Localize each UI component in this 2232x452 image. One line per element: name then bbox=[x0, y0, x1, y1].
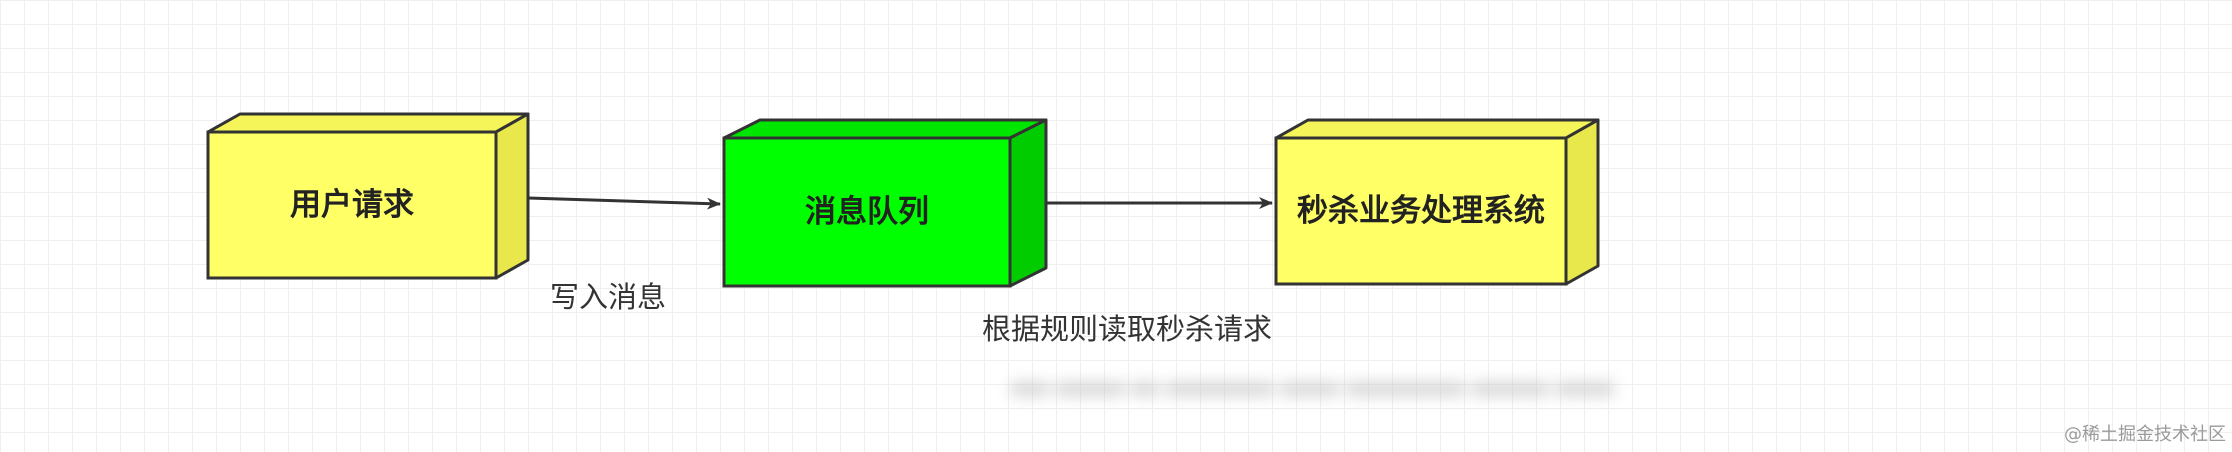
node-seckill-system-side bbox=[1564, 118, 1600, 286]
node-user-request-front bbox=[206, 130, 498, 280]
node-user-request bbox=[206, 112, 530, 280]
node-message-queue-side bbox=[1008, 118, 1048, 288]
node-message-queue-label: 消息队列 bbox=[805, 194, 929, 230]
node-seckill-system-front bbox=[1274, 136, 1568, 286]
watermark: @稀土掘金技术社区 bbox=[2064, 424, 2226, 445]
edge-write-message-arrow bbox=[527, 196, 721, 210]
node-user-request-label: 用户请求 bbox=[290, 187, 414, 223]
node-seckill-system-label: 秒杀业务处理系统 bbox=[1297, 193, 1545, 229]
node-message-queue-front bbox=[722, 136, 1012, 288]
node-seckill-system bbox=[1274, 118, 1600, 286]
blurred-url-text bbox=[1010, 366, 1650, 412]
node-user-request-side bbox=[494, 112, 530, 280]
node-user-request-top bbox=[206, 112, 530, 134]
edge-write-message-label: 写入消息 bbox=[550, 280, 667, 314]
node-message-queue-top bbox=[722, 118, 1048, 140]
node-seckill-system-top bbox=[1274, 118, 1600, 140]
edge-read-request-label: 根据规则读取秒杀请求 bbox=[982, 312, 1273, 346]
node-message-queue bbox=[722, 118, 1048, 288]
